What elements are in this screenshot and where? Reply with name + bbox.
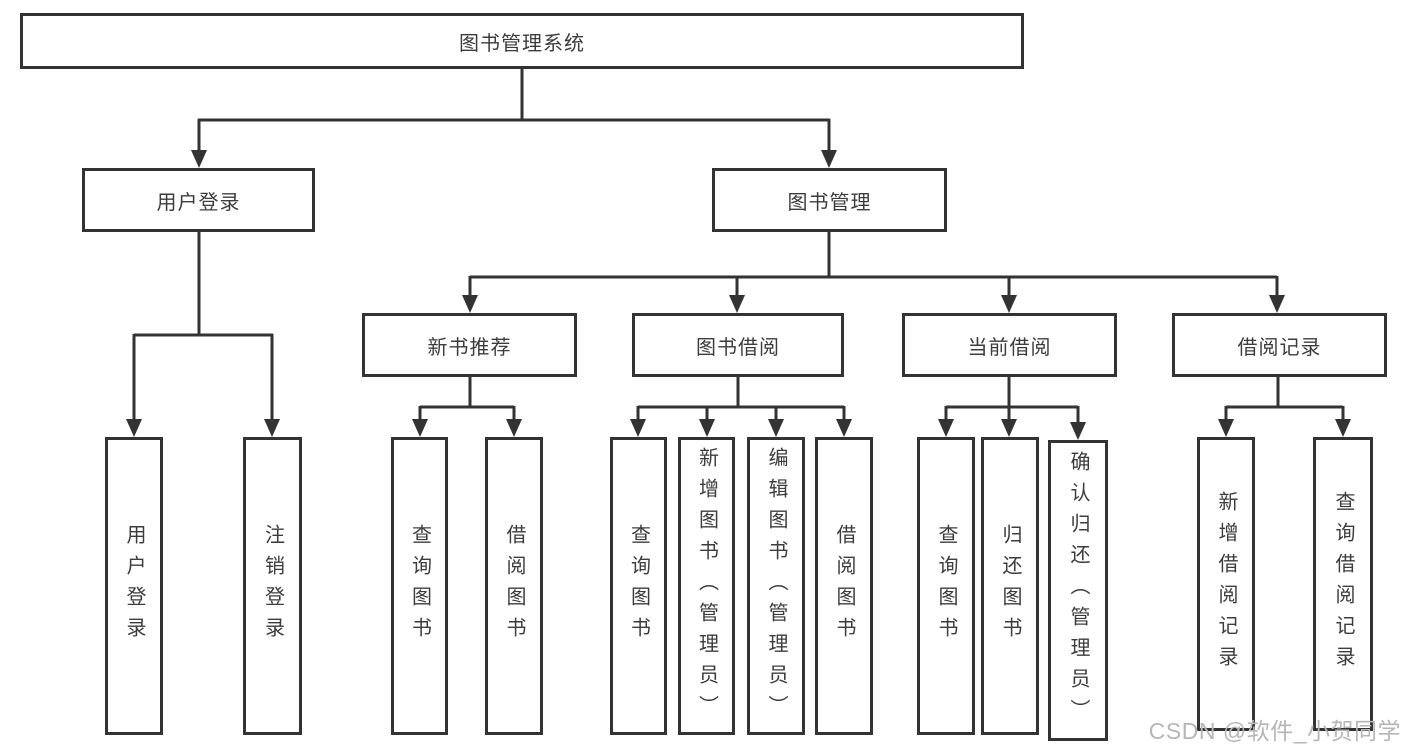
- leaf-confirm-return-admin: 确认归还（管理员）: [1048, 440, 1108, 741]
- leaf-user-login: 用户登录: [105, 437, 163, 735]
- node-user-login: 用户登录: [82, 168, 315, 232]
- leaf-add-book-admin: 新增图书（管理员）: [678, 437, 735, 735]
- leaf-query-books-1: 查询图书: [391, 437, 448, 735]
- csdn-watermark: CSDN @软件_小贺同学: [1148, 718, 1401, 744]
- node-new-book-recommend: 新书推荐: [362, 313, 577, 377]
- leaf-add-borrow-record: 新增借阅记录: [1197, 437, 1255, 731]
- leaf-borrow-books-2: 借阅图书: [815, 437, 873, 735]
- leaf-query-books-3: 查询图书: [917, 437, 975, 735]
- node-current-borrowing: 当前借阅: [902, 313, 1117, 377]
- leaf-logout: 注销登录: [243, 437, 302, 735]
- node-library-system: 图书管理系统: [20, 13, 1024, 69]
- node-borrowing-records: 借阅记录: [1172, 313, 1387, 377]
- leaf-edit-book-admin: 编辑图书（管理员）: [747, 437, 805, 735]
- node-book-management: 图书管理: [712, 168, 947, 232]
- leaf-query-borrow-record: 查询借阅记录: [1313, 437, 1373, 731]
- leaf-query-books-2: 查询图书: [610, 437, 667, 735]
- leaf-borrow-books-1: 借阅图书: [485, 437, 543, 735]
- leaf-return-book: 归还图书: [981, 437, 1039, 735]
- node-book-borrowing: 图书借阅: [632, 313, 844, 377]
